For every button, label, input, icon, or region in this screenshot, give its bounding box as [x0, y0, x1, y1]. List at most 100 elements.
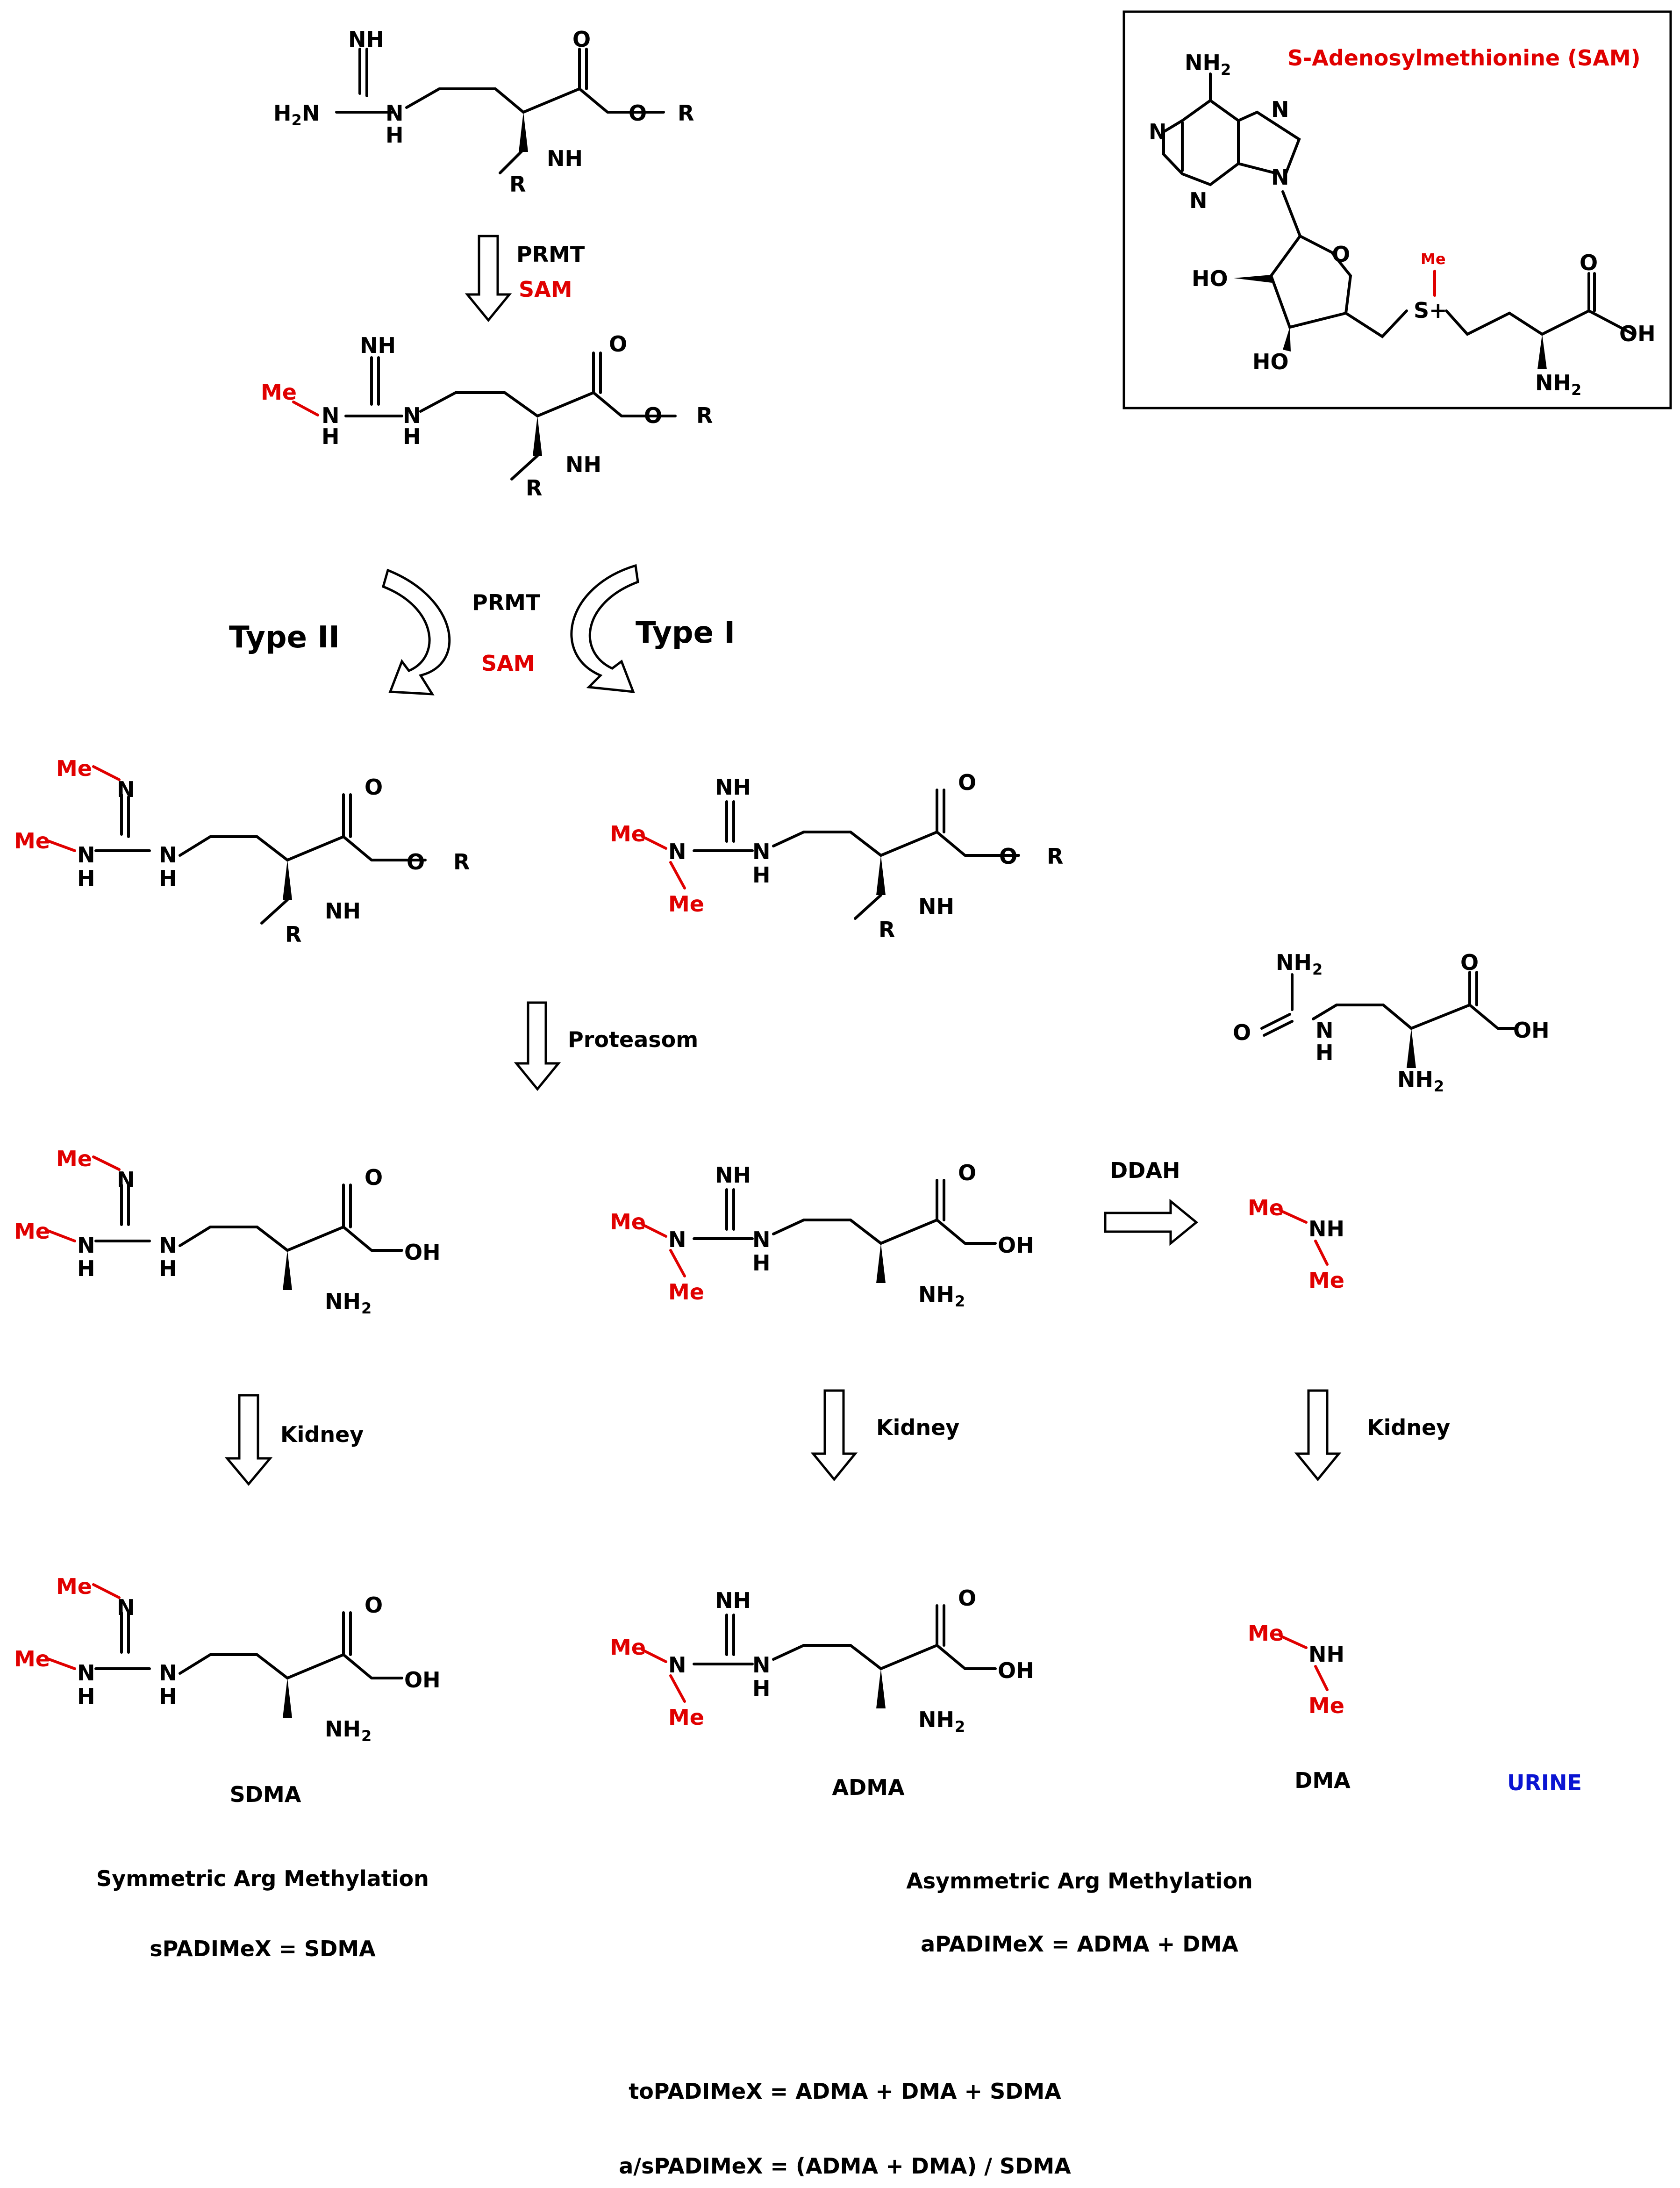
free-sdma-structure: Me N Me N H N H O OH NH 2 [14, 1146, 441, 1317]
sdma-res-h2: H [159, 866, 177, 891]
sdma-free-nh2-sub: 2 [361, 1299, 372, 1317]
sam-structure-box: S-Adenosylmethionine (SAM) NH 2 N N N N … [1122, 10, 1672, 409]
sdma-res-n2: N [159, 842, 177, 868]
type-i-curved-arrow [570, 564, 639, 693]
cit-alpha-nh2: NH [1397, 1067, 1433, 1092]
urinary-adma-structure: NH Me N Me N H O OH NH 2 [610, 1585, 1034, 1736]
adma-urine-o: O [958, 1585, 976, 1611]
asymmetric-caption: Asymmetric Arg Methylation [906, 1868, 1253, 1894]
ratio-formula: a/sPADIMeX = (ADMA + DMA) / SDMA [619, 2153, 1071, 2179]
adma-res-imine-nh: NH [715, 775, 751, 800]
adma-label: ADMA [832, 1775, 905, 1800]
adma-free-imine-nh: NH [715, 1162, 751, 1188]
sdma-free-methyl-1: Me [56, 1146, 92, 1171]
sdma-urine-nh2: NH [325, 1716, 361, 1742]
sam-sulfonium: S+ [1414, 298, 1447, 323]
mma-h2: H [403, 424, 421, 449]
top-arg-nh: NH [547, 146, 583, 171]
sam-n7: N [1271, 97, 1289, 122]
sam-title: S-Adenosylmethionine (SAM) [1287, 45, 1641, 71]
sdma-free-nh2: NH [325, 1289, 361, 1314]
mma-ester-o: O [644, 403, 662, 428]
type-i-label: Type I [636, 616, 735, 650]
sdma-res-nh: NH [325, 898, 361, 924]
sam-ribose: O HO HO [1192, 190, 1408, 374]
sdma-urine-h1: H [77, 1684, 95, 1709]
top-arg-imine-nh: NH [348, 27, 384, 52]
mma-o: O [609, 331, 627, 357]
sdma-free-o: O [365, 1165, 383, 1190]
adma-res-nh: NH [918, 894, 954, 919]
kidney-arrow-sdma: Kidney [224, 1394, 364, 1486]
adma-free-n1: N [668, 1227, 686, 1252]
kidney-arrow-adma: Kidney [810, 1389, 959, 1481]
sdma-urine-oh: OH [404, 1667, 441, 1693]
top-arg-ester-o: O [629, 100, 647, 126]
cit-nh2: NH [1276, 950, 1312, 975]
mma-r: R [696, 403, 713, 428]
mma-imine-nh: NH [360, 333, 396, 358]
dma-free-nh: NH [1308, 1216, 1344, 1241]
dma-label: DMA [1294, 1768, 1351, 1793]
mma-h1: H [322, 424, 340, 449]
adma-urine-methyl-1: Me [610, 1635, 646, 1660]
kidney-label-adma: Kidney [876, 1415, 959, 1440]
urinary-dma-structure: Me NH Me [1248, 1621, 1344, 1718]
ddah-arrow: DDAH [1104, 1158, 1198, 1246]
adma-urine-n2: N [752, 1652, 771, 1678]
adma-free-methyl-2: Me [668, 1279, 704, 1305]
cit-h: H [1315, 1040, 1334, 1065]
cit-oh: OH [1513, 1018, 1550, 1043]
sdma-res-ester-o: O [407, 849, 425, 875]
total-formula: toPADIMeX = ADMA + DMA + SDMA [629, 2079, 1061, 2104]
adma-urine-oh: OH [998, 1658, 1034, 1683]
sam-nh2: NH [1185, 50, 1221, 75]
sam-n1: N [1149, 119, 1167, 144]
adma-res-n2: N [752, 839, 771, 864]
sam-nh2-alpha-sub: 2 [1571, 381, 1581, 399]
sam-methionine: Me S+ O OH NH 2 [1414, 250, 1656, 399]
adma-urine-h2: H [752, 1676, 771, 1701]
sdma-free-methyl-2: Me [14, 1219, 50, 1244]
adma-free-o: O [958, 1160, 976, 1185]
sdma-res-o: O [365, 775, 383, 800]
sam-adenine: NH 2 N N N N [1149, 50, 1301, 213]
step2-enzyme: PRMT [472, 590, 541, 615]
sdma-label: SDMA [230, 1782, 301, 1807]
sdma-free-h2: H [159, 1256, 177, 1281]
adma-free-h2: H [752, 1250, 771, 1276]
free-dma-structure: Me NH Me [1248, 1195, 1344, 1293]
type-ii-label: Type II [229, 620, 340, 655]
monomethyl-arginine-structure: Me NH N H N H O O R NH R [261, 331, 713, 501]
sdma-urine-n1: N [77, 1660, 95, 1686]
type-ii-curved-arrow [381, 568, 451, 696]
kidney-arrow-dma: Kidney [1294, 1389, 1450, 1481]
top-arg-o: O [572, 27, 591, 52]
adma-res-ester-o: O [999, 844, 1017, 869]
top-arg-r2: R [509, 172, 526, 197]
sdma-urine-methyl-2: Me [14, 1646, 50, 1671]
symmetric-caption: Symmetric Arg Methylation [96, 1866, 429, 1891]
adma-free-methyl-1: Me [610, 1209, 646, 1234]
mma-r2: R [526, 475, 542, 501]
sam-nh2-alpha: NH [1535, 370, 1571, 395]
step2-cofactor: SAM [481, 651, 535, 676]
sdma-urine-methyl-1: Me [56, 1574, 92, 1599]
sdma-urine-n-imine: N [117, 1595, 135, 1620]
sam-ho-bottom: HO [1252, 349, 1289, 374]
sdma-free-n1: N [77, 1233, 95, 1258]
ddah-label: DDAH [1110, 1158, 1180, 1183]
adma-res-h2: H [752, 862, 771, 888]
adma-urine-n1: N [668, 1652, 686, 1678]
dma-urine-methyl-2: Me [1308, 1693, 1344, 1718]
cit-carbonyl-o: O [1460, 950, 1479, 975]
adma-urine-imine-nh: NH [715, 1588, 751, 1613]
adma-free-nh2-sub: 2 [955, 1292, 965, 1310]
sdma-res-methyl-1: Me [56, 756, 92, 781]
top-arg-h2n: H2N [273, 100, 320, 129]
sdma-res-n1: N [77, 842, 95, 868]
adma-free-oh: OH [998, 1233, 1034, 1258]
sdma-free-n2: N [159, 1233, 177, 1258]
sam-n9: N [1271, 165, 1289, 190]
cit-alpha-nh2-sub: 2 [1434, 1077, 1444, 1095]
